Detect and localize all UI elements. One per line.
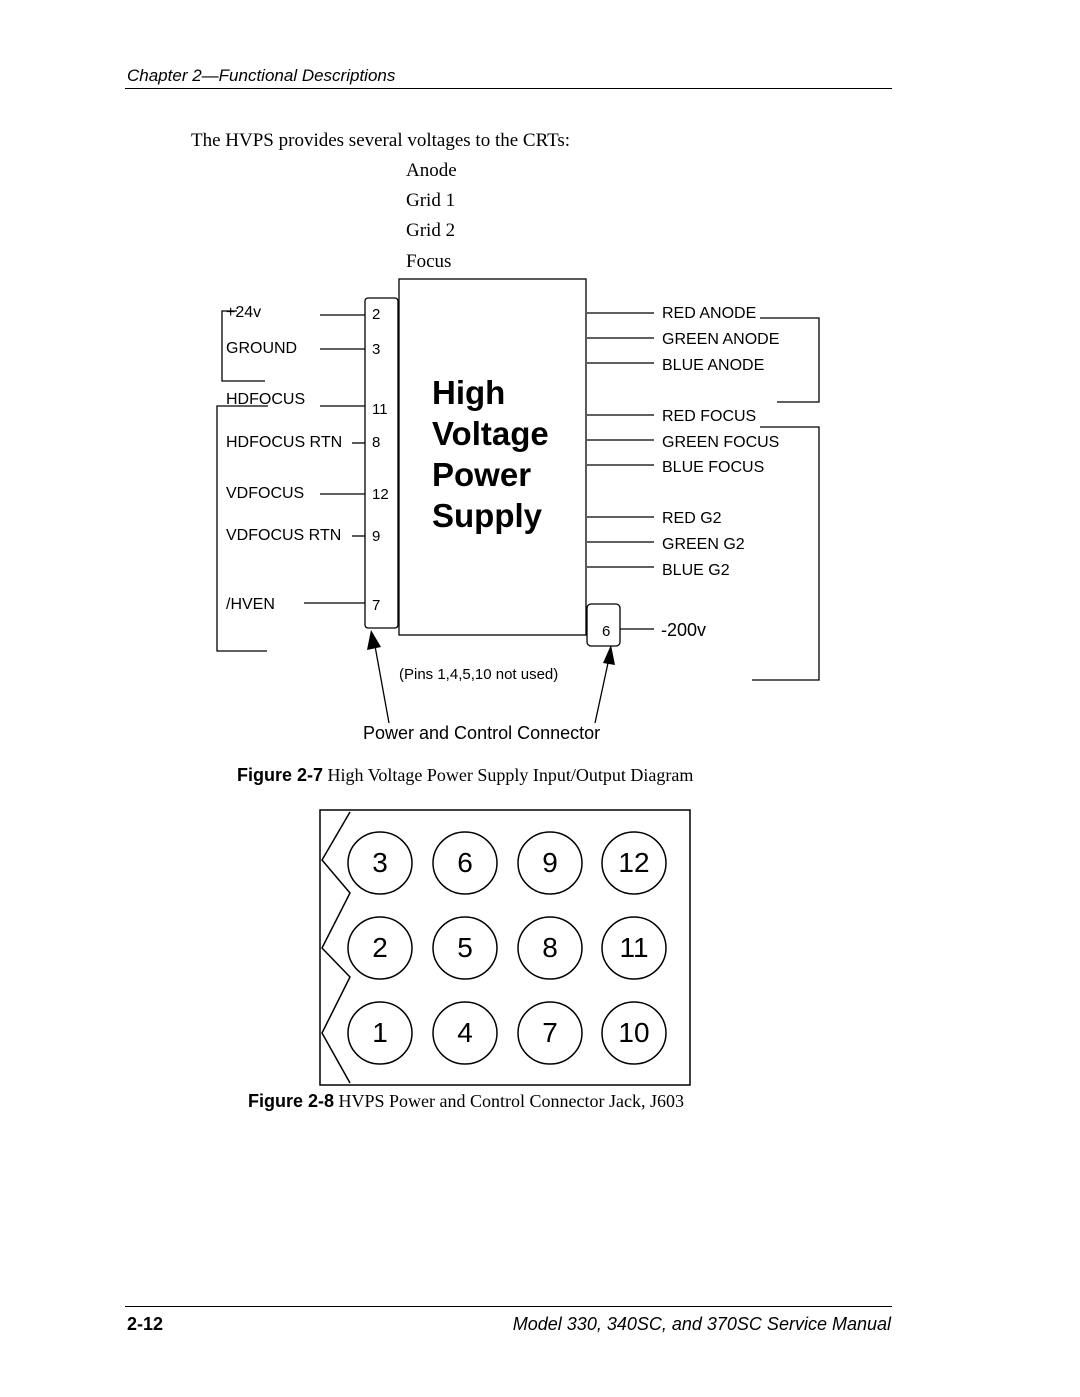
voltage-grid1: Grid 1 <box>406 190 456 211</box>
header-rule <box>125 88 892 89</box>
page-number: 2-12 <box>127 1314 164 1334</box>
jack-pin-circle <box>601 1001 667 1065</box>
input-label-vdfocus-rtn: VDFOCUS RTN <box>226 527 342 544</box>
pin-number: 9 <box>372 528 381 545</box>
jack-pin-number: 12 <box>618 847 650 878</box>
pin-number: 2 <box>372 306 381 323</box>
figure-7-caption: Figure 2-7 High Voltage Power Supply Inp… <box>237 765 693 786</box>
jack-pin-number: 3 <box>372 847 388 878</box>
pin6-number: 6 <box>602 623 611 640</box>
jack-pin-number: 2 <box>372 932 388 963</box>
jack-pin-circle <box>432 1001 498 1065</box>
figure-7-number: Figure 2-7 <box>237 765 324 785</box>
pin6-box <box>586 603 621 647</box>
unused-pins-note: (Pins 1,4,5,10 not used) <box>399 666 559 683</box>
output-label-red-g2: RED G2 <box>662 510 722 527</box>
figure-8-number: Figure 2-8 <box>248 1091 335 1111</box>
figure-8-title: HVPS Power and Control Connector Jack, J… <box>338 1091 685 1111</box>
jack-pin-circle <box>517 831 583 895</box>
output-label-red-anode: RED ANODE <box>662 305 757 322</box>
input-label-hven: /HVEN <box>226 596 275 613</box>
hvps-title-voltage: Voltage <box>432 415 549 452</box>
jack-pin-circle <box>432 831 498 895</box>
jack-pin-number: 4 <box>457 1017 473 1048</box>
jack-outline <box>319 809 691 1086</box>
input-label-vdfocus: VDFOCUS <box>226 485 305 502</box>
input-label-hdfocus-rtn: HDFOCUS RTN <box>226 434 343 451</box>
input-label-ground: GROUND <box>226 340 298 357</box>
jack-key-zigzag <box>321 811 351 1084</box>
output-label-blue-g2: BLUE G2 <box>662 562 730 579</box>
figure-7-title: High Voltage Power Supply Input/Output D… <box>327 765 694 785</box>
jack-pin-number: 10 <box>618 1017 650 1048</box>
voltage-grid2: Grid 2 <box>406 220 456 241</box>
output-label-green-anode: GREEN ANODE <box>662 331 780 348</box>
output-label-blue-anode: BLUE ANODE <box>662 357 765 374</box>
output-label-red-focus: RED FOCUS <box>662 408 757 425</box>
hvps-title-high: High <box>432 374 506 411</box>
hvps-box <box>398 278 587 636</box>
jack-pin-circle <box>347 1001 413 1065</box>
pin-number: 7 <box>372 597 381 614</box>
jack-pin-number: 9 <box>542 847 558 878</box>
jack-pin-circle <box>601 916 667 980</box>
figure-8-caption: Figure 2-8 HVPS Power and Control Connec… <box>248 1091 684 1112</box>
output-label-blue-focus: BLUE FOCUS <box>662 459 765 476</box>
jack-pin-circle <box>517 1001 583 1065</box>
jack-pin-circle <box>601 831 667 895</box>
jack-pin-circle <box>347 916 413 980</box>
chapter-header: Chapter 2—Functional Descriptions <box>127 66 396 85</box>
jack-pin-number: 6 <box>457 847 473 878</box>
connector-label: Power and Control Connector <box>363 723 601 743</box>
jack-pin-number: 7 <box>542 1017 558 1048</box>
pin-number: 8 <box>372 434 381 451</box>
jack-pin-number: 1 <box>372 1017 388 1048</box>
voltage-focus: Focus <box>406 251 452 272</box>
jack-pin-number: 11 <box>619 932 649 963</box>
connector-strip <box>364 297 399 629</box>
input-label-hdfocus: HDFOCUS <box>226 391 306 408</box>
jack-pin-number: 5 <box>457 932 473 963</box>
pin6-label: -200v <box>661 620 707 640</box>
jack-pin-circle <box>517 916 583 980</box>
jack-pin-number: 8 <box>542 932 558 963</box>
jack-pin-circle <box>432 916 498 980</box>
output-label-green-g2: GREEN G2 <box>662 536 745 553</box>
footer-rule <box>125 1306 892 1307</box>
hvps-title-supply: Supply <box>432 497 543 534</box>
output-label-green-focus: GREEN FOCUS <box>662 434 780 451</box>
pin-number: 12 <box>372 486 389 503</box>
voltage-anode: Anode <box>406 160 457 181</box>
jack-pin-circle <box>347 831 413 895</box>
input-label-24v: +24v <box>226 304 262 321</box>
manual-title: Model 330, 340SC, and 370SC Service Manu… <box>512 1314 891 1334</box>
pin-number: 3 <box>372 341 381 358</box>
hvps-title-power: Power <box>432 456 532 493</box>
intro-text: The HVPS provides several voltages to th… <box>191 130 571 151</box>
pin-number: 11 <box>372 401 388 418</box>
